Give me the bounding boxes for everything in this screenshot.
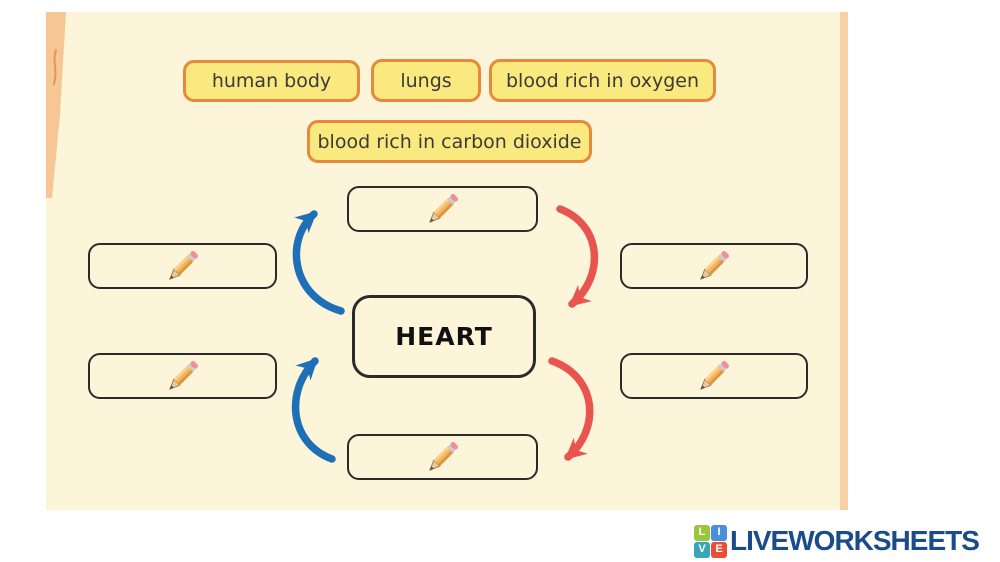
answer-box-bottom-center[interactable] (347, 434, 538, 480)
logo-tile-v: V (694, 541, 710, 558)
page-edge-right (840, 12, 848, 510)
heart-box: HEART (352, 295, 536, 378)
word-chip-label: blood rich in carbon dioxide (317, 130, 582, 153)
logo-tile-i: I (711, 524, 727, 541)
heart-label: HEART (395, 322, 493, 351)
answer-box-left-lower[interactable] (88, 353, 277, 399)
answer-box-right-lower[interactable] (620, 353, 808, 399)
pencil-icon (168, 251, 198, 280)
word-chip-blood-rich-in-carbon-dioxide[interactable]: blood rich in carbon dioxide (307, 120, 592, 163)
word-chip-label: blood rich in oxygen (506, 69, 699, 92)
liveworksheets-logo[interactable]: L I V E LIVEWORKSHEETS (694, 523, 980, 559)
answer-box-right-upper[interactable] (620, 243, 808, 289)
word-chip-blood-rich-in-oxygen[interactable]: blood rich in oxygen (489, 59, 716, 102)
pencil-icon (700, 251, 729, 280)
pencil-icon (428, 442, 458, 471)
word-chip-lungs[interactable]: lungs (371, 59, 481, 102)
pencil-icon (168, 361, 198, 390)
answer-box-left-upper[interactable] (88, 243, 277, 289)
answer-box-top-center[interactable] (347, 186, 538, 232)
word-chip-human-body[interactable]: human body (183, 60, 360, 102)
word-chip-label: lungs (400, 69, 452, 92)
pencil-icon (428, 194, 458, 223)
liveworksheets-grid-icon: L I V E (694, 524, 727, 558)
word-chip-label: human body (211, 70, 332, 92)
logo-tile-e: E (711, 541, 727, 558)
logo-tile-l: L (694, 524, 710, 541)
page-edge-left (46, 12, 66, 198)
pencil-icon (700, 361, 729, 390)
logo-text: LIVEWORKSHEETS (730, 525, 980, 556)
